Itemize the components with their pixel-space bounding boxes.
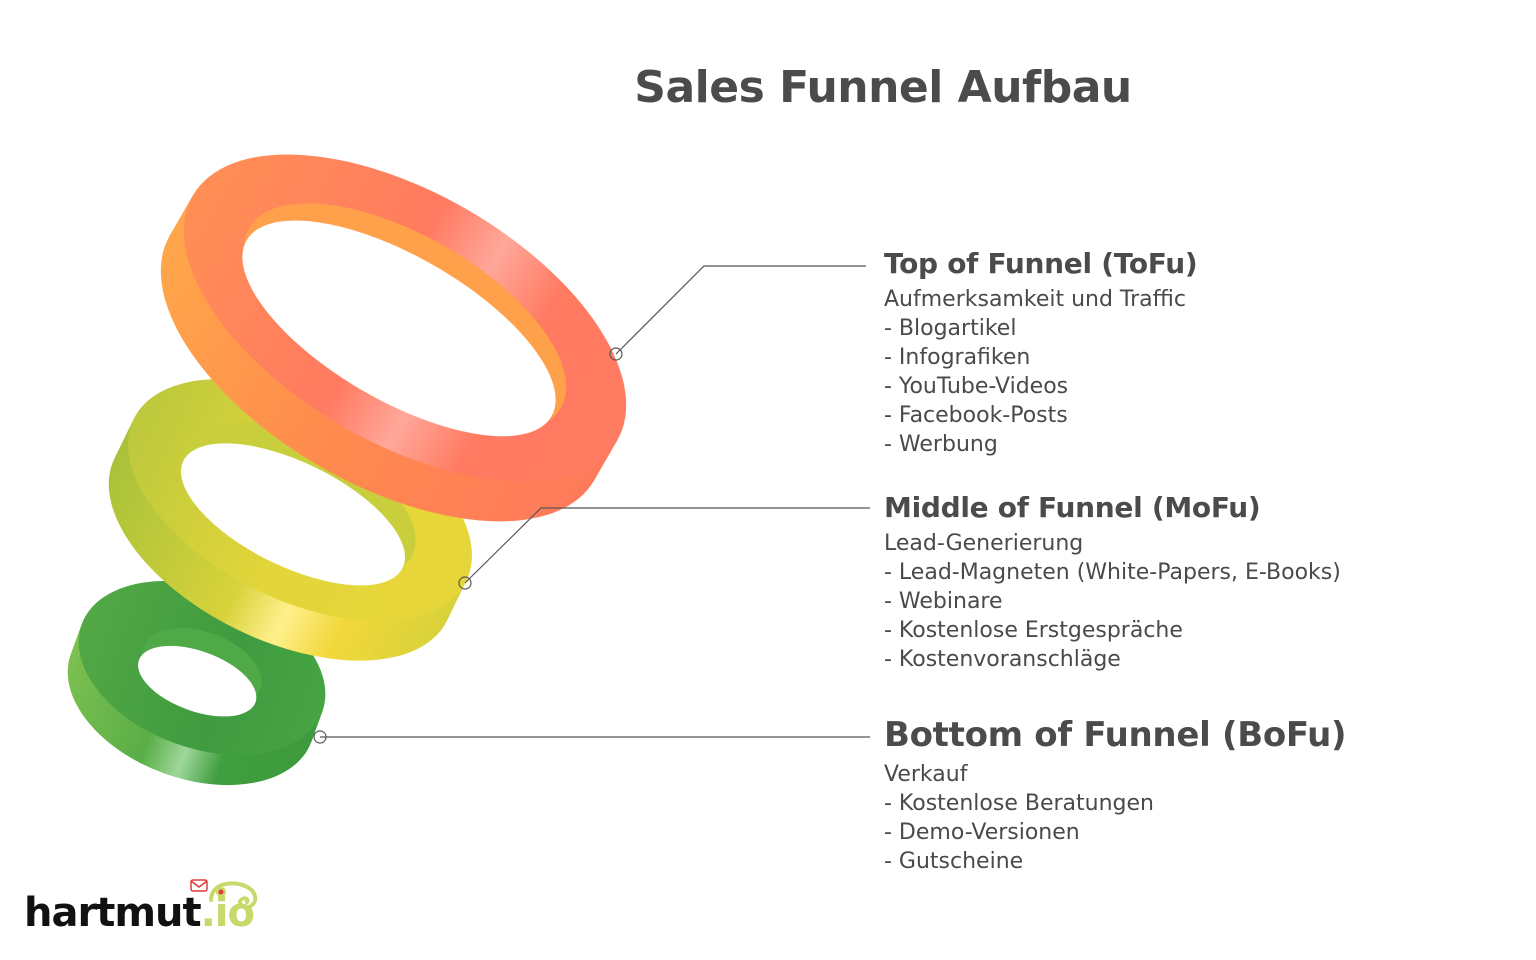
stage-subtitle: Aufmerksamkeit und Traffic (884, 287, 1187, 312)
list-item: - Lead-Magneten (White-Papers, E-Books) (884, 560, 1341, 585)
tofu-leader-line (615, 265, 866, 355)
list-item: - Blogartikel (884, 316, 1017, 341)
stage-bofu: Bottom of Funnel (BoFu) Verkauf - Kosten… (884, 713, 1504, 876)
tofu-leader-dot (609, 347, 623, 361)
stage-heading: Middle of Funnel (MoFu) (884, 491, 1261, 524)
logo-tld: .io (200, 890, 255, 936)
stage-heading: Bottom of Funnel (BoFu) (884, 715, 1347, 755)
logo-wordmark: hartmut.io (24, 890, 255, 936)
stage-tofu: Top of Funnel (ToFu) Aufmerksamkeit und … (884, 246, 1504, 459)
list-item: - Werbung (884, 432, 998, 457)
tofu-ring (160, 154, 627, 522)
stage-subtitle: Verkauf (884, 762, 968, 787)
chameleon-icon (190, 879, 258, 910)
stage-mofu: Middle of Funnel (MoFu) Lead-Generierung… (884, 490, 1504, 674)
stage-subtitle: Lead-Generierung (884, 531, 1084, 556)
list-item: - Kostenlose Erstgespräche (884, 618, 1183, 643)
mofu-leader-dot (458, 576, 472, 590)
logo-name: hartmut (24, 890, 202, 936)
list-item: - Kostenlose Beratungen (884, 791, 1154, 816)
brand-logo: hartmut.io (24, 876, 284, 946)
list-item: - Facebook-Posts (884, 403, 1068, 428)
mofu-ring (108, 378, 472, 661)
leader-lines (313, 265, 870, 744)
page-title: Sales Funnel Aufbau (634, 62, 1132, 113)
mofu-leader-line (464, 507, 870, 584)
stage-heading: Top of Funnel (ToFu) (884, 247, 1198, 280)
list-item: - Demo-Versionen (884, 820, 1080, 845)
list-item: - Gutscheine (884, 849, 1024, 874)
list-item: - Infografiken (884, 345, 1031, 370)
list-item: - Webinare (884, 589, 1003, 614)
stage-item-list: - Kostenlose Beratungen - Demo-Versionen… (884, 789, 1504, 876)
list-item: - Kostenvoranschläge (884, 647, 1121, 672)
stage-item-list: - Lead-Magneten (White-Papers, E-Books) … (884, 558, 1504, 674)
bofu-leader-dot (313, 730, 327, 744)
stage-item-list: - Blogartikel - Infografiken - YouTube-V… (884, 314, 1504, 459)
list-item: - YouTube-Videos (884, 374, 1069, 399)
